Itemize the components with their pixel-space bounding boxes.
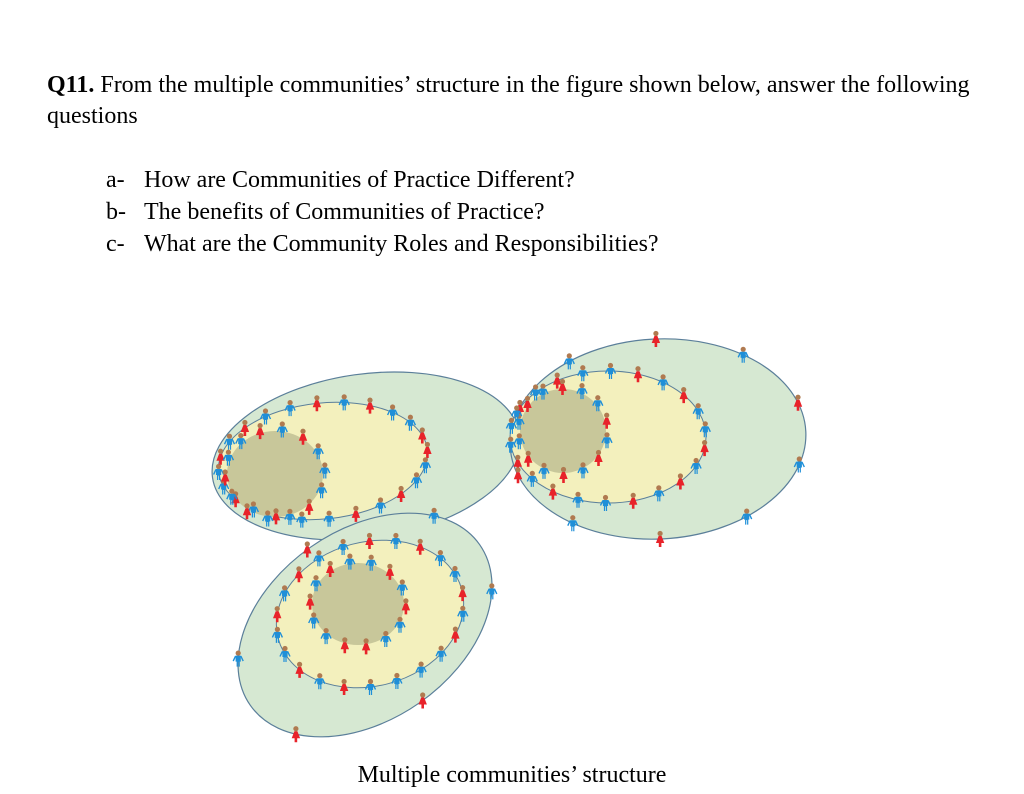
question-text: Q11. From the multiple communities’ stru… [47,70,1007,132]
sub-question-marker: a- [106,167,125,193]
sub-question-c: c- What are the Community Roles and Respo… [106,228,659,260]
sub-question-marker: b- [106,199,126,225]
question-number: Q11. [47,72,95,98]
community-2-core [520,389,606,473]
question-body: From the multiple communities’ structure… [47,72,970,129]
sub-question-marker: c- [106,231,125,257]
sub-question-list: a- How are Communities of Practice Differ… [106,164,659,260]
sub-question-b: b- The benefits of Communities of Practic… [106,196,659,228]
sub-question-a: a- How are Communities of Practice Differ… [106,164,659,196]
sub-question-text: What are the Community Roles and Respons… [144,231,659,257]
figure-caption: Multiple communities’ structure [357,762,667,788]
sub-question-text: The benefits of Communities of Practice? [144,199,545,225]
community-3-core [312,563,404,645]
community-shapes [211,338,807,738]
community-1-core [227,431,323,517]
sub-question-text: How are Communities of Practice Differen… [144,167,575,193]
